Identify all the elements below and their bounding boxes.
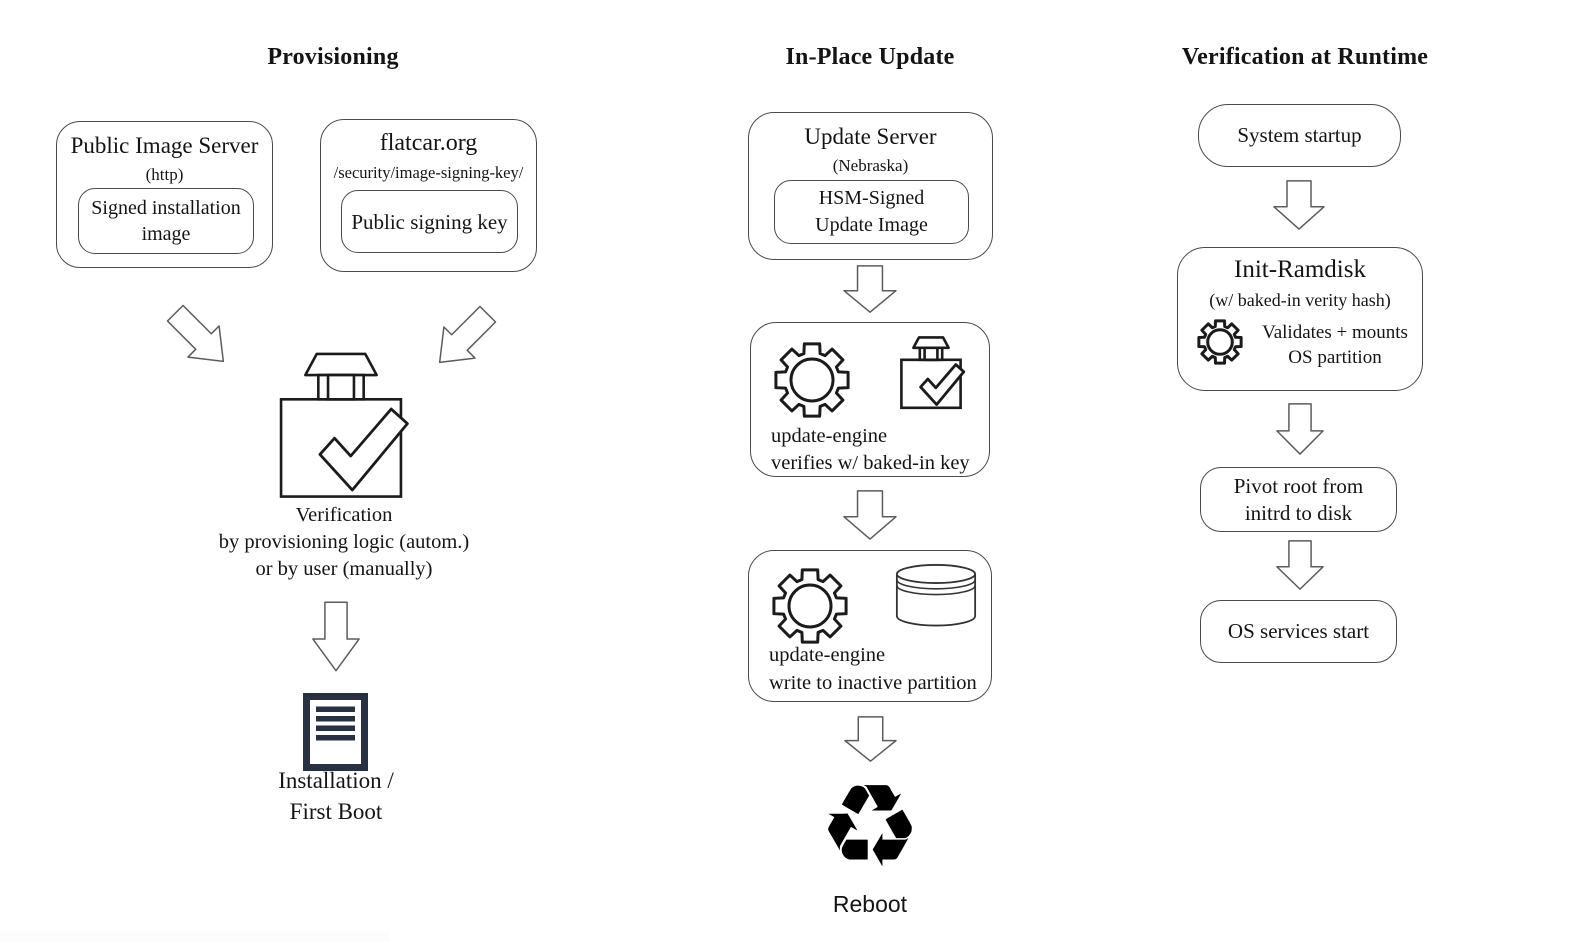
installation-caption-line1: Installation /	[278, 768, 394, 793]
init-ramdisk-body: Validates + mounts OS partition	[1254, 320, 1416, 370]
database-icon	[895, 564, 977, 627]
recycle-icon: ♻	[818, 760, 922, 894]
init-ramdisk-title: Init-Ramdisk	[1234, 256, 1366, 283]
public-image-server-box: Public Image Server (http) Signed instal…	[56, 121, 273, 268]
signed-installation-image-box: Signed installation image	[78, 188, 254, 254]
down-arrow-icon	[1276, 403, 1324, 455]
reboot-label: Reboot	[832, 891, 908, 917]
column-title-provisioning: Provisioning	[267, 44, 399, 70]
update-engine-write-box: update-engine write to inactive partitio…	[748, 550, 992, 702]
down-arrow-icon	[843, 265, 897, 313]
installation-caption: Installation / First Boot	[236, 765, 436, 827]
down-arrow-icon	[843, 490, 897, 540]
init-ramdisk-line2: OS partition	[1288, 347, 1382, 368]
init-ramdisk-subtitle: (w/ baked-in verity hash)	[1209, 290, 1391, 310]
update-engine-write-text: update-engine write to inactive partitio…	[769, 641, 984, 697]
verify-step-line1: update-engine	[771, 425, 888, 447]
public-image-server-title: Public Image Server	[70, 133, 259, 158]
pivot-root-box: Pivot root from initrd to disk	[1200, 467, 1397, 532]
footer-strip	[0, 931, 390, 942]
pivot-root-line1: Pivot root from	[1233, 473, 1364, 498]
update-engine-verify-box: update-engine verifies w/ baked-in key	[750, 322, 990, 477]
public-image-server-subtitle: (http)	[145, 165, 184, 184]
verification-caption-line1: Verification	[295, 504, 393, 526]
update-server-box: Update Server (Nebraska) HSM-Signed Upda…	[748, 112, 993, 260]
flatcar-org-subtitle: /security/image-signing-key/	[333, 163, 524, 182]
public-signing-key-box: Public signing key	[341, 190, 518, 253]
verification-caption-line3: or by user (manually)	[255, 558, 433, 580]
update-server-title: Update Server	[804, 124, 937, 149]
init-ramdisk-box: Init-Ramdisk (w/ baked-in verity hash) V…	[1177, 247, 1423, 391]
gear-icon	[774, 342, 850, 418]
bag-check-icon	[260, 340, 422, 504]
down-arrow-icon	[1273, 180, 1325, 230]
flatcar-org-box: flatcar.org /security/image-signing-key/…	[320, 119, 537, 272]
init-ramdisk-line1: Validates + mounts	[1262, 322, 1408, 343]
os-services-box: OS services start	[1200, 600, 1397, 663]
system-startup-box: System startup	[1198, 104, 1401, 167]
hsm-signed-line2: Update Image	[815, 214, 928, 236]
flatcar-org-title: flatcar.org	[379, 130, 478, 156]
document-icon	[303, 693, 368, 771]
down-arrow-icon	[844, 716, 897, 762]
verification-caption-line2: by provisioning logic (autom.)	[218, 531, 470, 553]
update-server-subtitle: (Nebraska)	[832, 156, 909, 175]
write-step-line1: update-engine	[769, 644, 886, 666]
hsm-signed-update-image-box: HSM-Signed Update Image	[774, 180, 969, 244]
verification-caption: Verification by provisioning logic (auto…	[194, 502, 494, 583]
bag-check-icon	[900, 336, 965, 409]
verify-step-line2: verifies w/ baked-in key	[771, 452, 970, 474]
write-step-line2: write to inactive partition	[769, 672, 977, 694]
update-engine-verify-text: update-engine verifies w/ baked-in key	[771, 423, 981, 477]
down-arrow-icon	[312, 601, 360, 672]
pivot-root-line2: initrd to disk	[1244, 500, 1353, 525]
installation-caption-line2: First Boot	[289, 799, 383, 824]
gear-icon	[1197, 319, 1243, 365]
down-arrow-icon	[1276, 540, 1324, 590]
diagonal-arrow-down-right-icon	[155, 293, 245, 383]
hsm-signed-line1: HSM-Signed	[818, 187, 925, 209]
gear-icon	[772, 568, 848, 644]
column-title-in-place-update: In-Place Update	[785, 44, 955, 70]
column-title-verification-at-runtime: Verification at Runtime	[1181, 44, 1429, 70]
diagonal-arrow-down-left-icon	[418, 294, 508, 384]
